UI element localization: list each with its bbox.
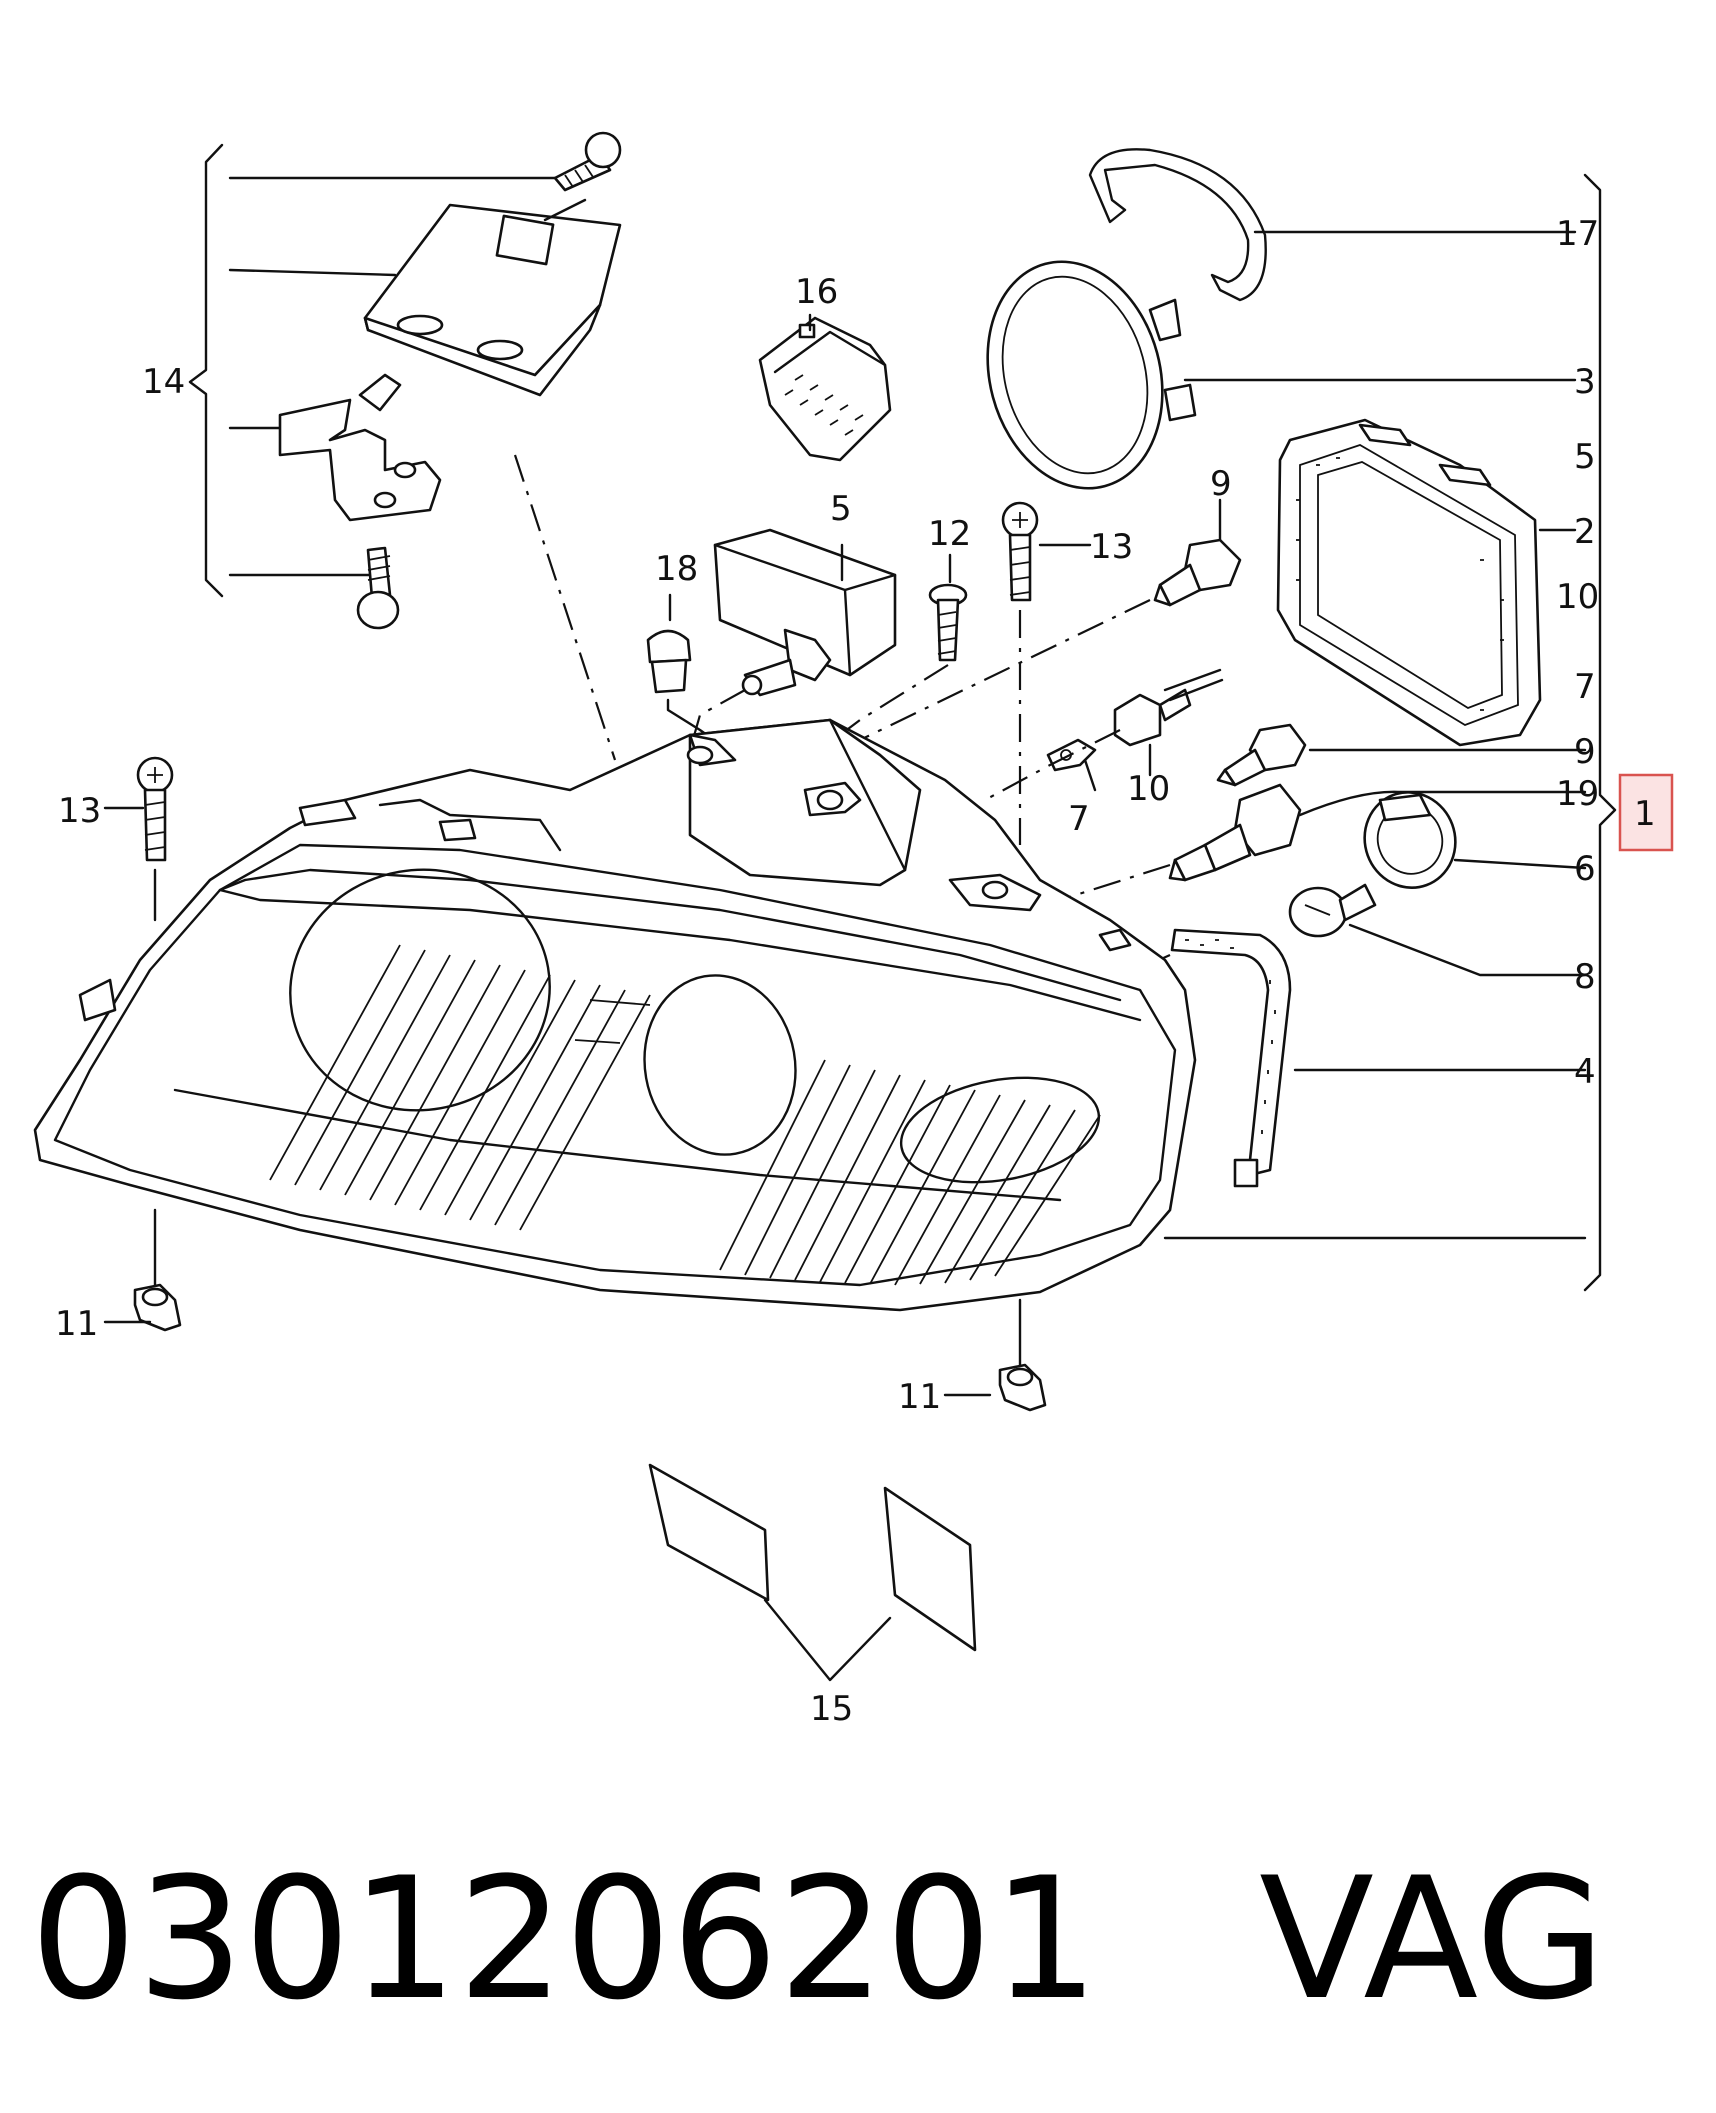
callout-17: 17 xyxy=(1556,214,1599,254)
leader-lines-1 xyxy=(1163,230,1587,1240)
callout-9-mid: 9 xyxy=(1574,732,1596,772)
callout-16: 16 xyxy=(795,272,838,312)
lens-hatching xyxy=(269,944,1101,1286)
motor-part-5 xyxy=(713,528,897,697)
callout-10-mid: 10 xyxy=(1127,769,1170,809)
retainer-part-17 xyxy=(1088,148,1267,302)
callout-2: 2 xyxy=(1574,512,1596,552)
bulb-part-9-top xyxy=(1153,498,1242,607)
part-number-caption: 0301206201 VAG xyxy=(30,1855,1605,2023)
callout-6: 6 xyxy=(1574,849,1596,889)
bracket-1 xyxy=(1583,173,1617,1292)
callout-11-bottom: 11 xyxy=(898,1377,941,1417)
seal-part-3 xyxy=(986,260,1197,490)
assembly-axis-14 xyxy=(513,454,617,761)
bracket-part-14 xyxy=(278,373,442,522)
bulb-part-19 xyxy=(1168,783,1587,882)
callout-12: 12 xyxy=(928,514,971,554)
socket-part-10 xyxy=(1113,668,1224,777)
callout-1: 1 xyxy=(1634,794,1656,834)
callout-18: 18 xyxy=(655,549,698,589)
part-number: 0301206201 xyxy=(30,1841,1099,2037)
sticker-part-15 xyxy=(648,1463,977,1682)
clipnut-part-11-left xyxy=(103,1208,182,1332)
screw-part-12 xyxy=(928,553,968,662)
callout-3: 3 xyxy=(1574,362,1596,402)
callout-10-right: 10 xyxy=(1556,577,1599,617)
callout-5-motor: 5 xyxy=(830,489,852,529)
screw-part-13-top xyxy=(1001,501,1092,602)
callout-13-left: 13 xyxy=(58,791,101,831)
screw-part-13-left xyxy=(103,756,174,922)
screw-bottom-part-14 xyxy=(356,546,400,630)
harness-part-4 xyxy=(1170,928,1587,1188)
callout-11-left: 11 xyxy=(55,1304,98,1344)
highlight-box-1 xyxy=(1618,773,1674,852)
callout-8: 8 xyxy=(1574,957,1596,997)
connector-part-16 xyxy=(758,313,892,462)
assembly-axis-10 xyxy=(984,729,1121,801)
headlight-housing xyxy=(33,718,1197,1312)
brand-name: VAG xyxy=(1259,1841,1606,2037)
callout-4: 4 xyxy=(1574,1052,1596,1092)
bulb-part-9-mid xyxy=(1216,723,1587,787)
headlight-exploded-diagram: 1 2 3 4 5 5 6 7 7 8 9 9 10 10 11 11 12 1… xyxy=(33,131,1674,1729)
clipnut-part-11-bottom xyxy=(943,1298,1047,1412)
callout-13-top: 13 xyxy=(1090,527,1133,567)
bracket-14 xyxy=(188,143,224,598)
callout-14: 14 xyxy=(142,362,185,402)
plug-part-18 xyxy=(646,593,692,694)
bulb-part-8 xyxy=(1288,883,1587,977)
assembly-axis-9-top xyxy=(859,599,1151,741)
cover-frame-part-2 xyxy=(1276,418,1542,747)
leader-lines-14 xyxy=(228,176,557,577)
cover-plate-part-14 xyxy=(363,198,622,397)
callout-7-mid: 7 xyxy=(1068,799,1090,839)
clip-part-7 xyxy=(1046,738,1097,792)
callout-9-top: 9 xyxy=(1210,464,1232,504)
callout-5-top: 5 xyxy=(1574,437,1596,477)
screw-part-14 xyxy=(553,131,622,192)
callout-7-right: 7 xyxy=(1574,667,1596,707)
socket-part-6 xyxy=(1363,791,1587,889)
callout-15: 15 xyxy=(810,1689,853,1729)
assembly-axis-19 xyxy=(1059,863,1171,902)
callout-labels: 1 2 3 4 5 5 6 7 7 8 9 9 10 10 11 11 12 1… xyxy=(55,214,1656,1729)
callout-19: 19 xyxy=(1556,774,1599,814)
